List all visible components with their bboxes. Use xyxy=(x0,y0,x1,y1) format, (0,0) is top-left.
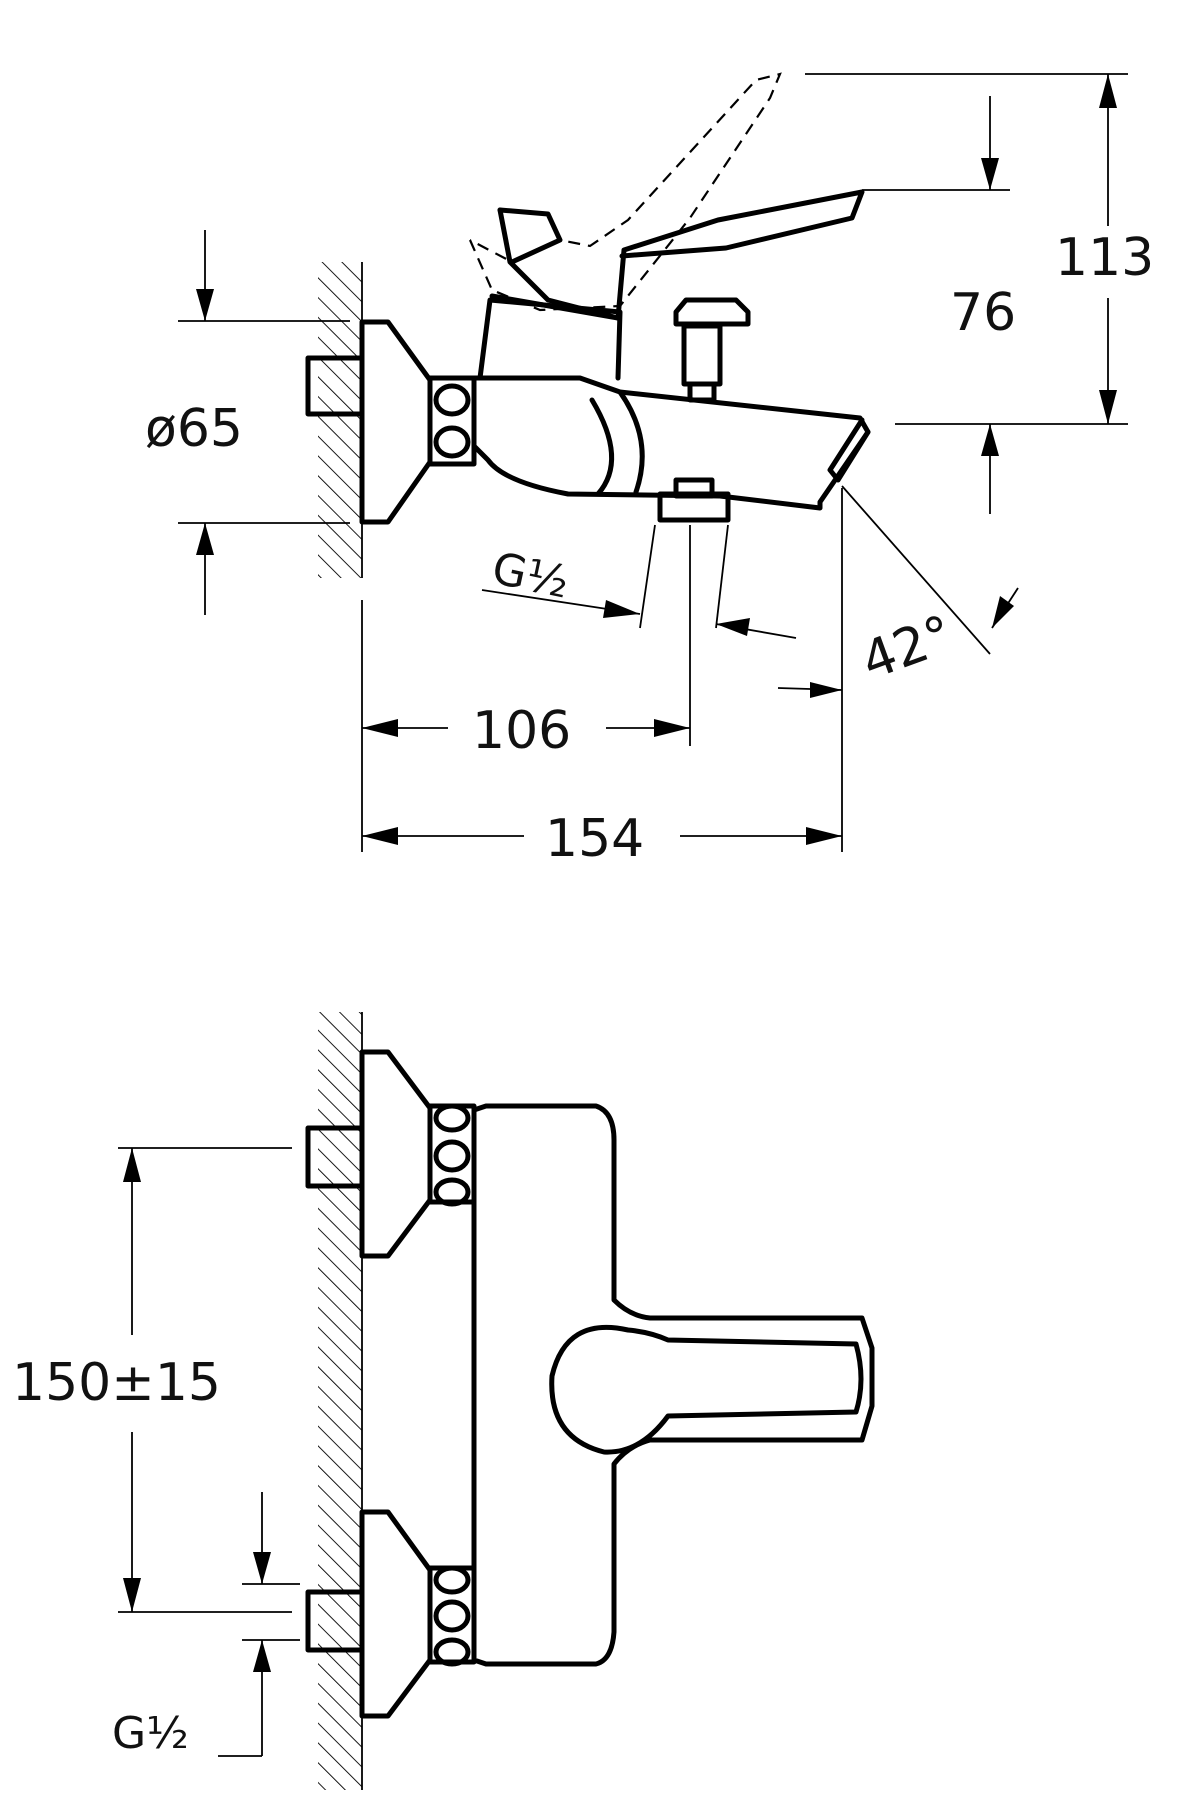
flange-lower xyxy=(359,1509,433,1719)
dim-154: 154 xyxy=(545,809,644,869)
front-view xyxy=(118,1012,875,1790)
wall-flange-side xyxy=(359,319,433,525)
lever-handle-side xyxy=(497,189,865,321)
flange-upper xyxy=(359,1049,433,1259)
dim-thread-spout: G½ xyxy=(488,543,574,609)
dim-diameter-65: ø65 xyxy=(145,399,243,459)
diverter-knob xyxy=(681,323,723,387)
lever-handle-front xyxy=(549,1324,864,1455)
lever-open-position xyxy=(468,72,782,312)
dim-150-tolerance: 150±15 xyxy=(12,1353,221,1413)
dim-106: 106 xyxy=(472,701,571,761)
dim-76: 76 xyxy=(950,283,1016,343)
mixer-body-front xyxy=(471,1103,875,1667)
side-view xyxy=(178,72,1128,852)
dim-angle-42: 42° xyxy=(854,604,961,692)
wall-hatch-top xyxy=(318,262,362,578)
dim-thread-inlet: G½ xyxy=(112,1708,189,1759)
mixer-body-side xyxy=(471,375,871,511)
wall-hatch-bottom xyxy=(318,1012,362,1790)
dim-113: 113 xyxy=(1055,228,1154,288)
